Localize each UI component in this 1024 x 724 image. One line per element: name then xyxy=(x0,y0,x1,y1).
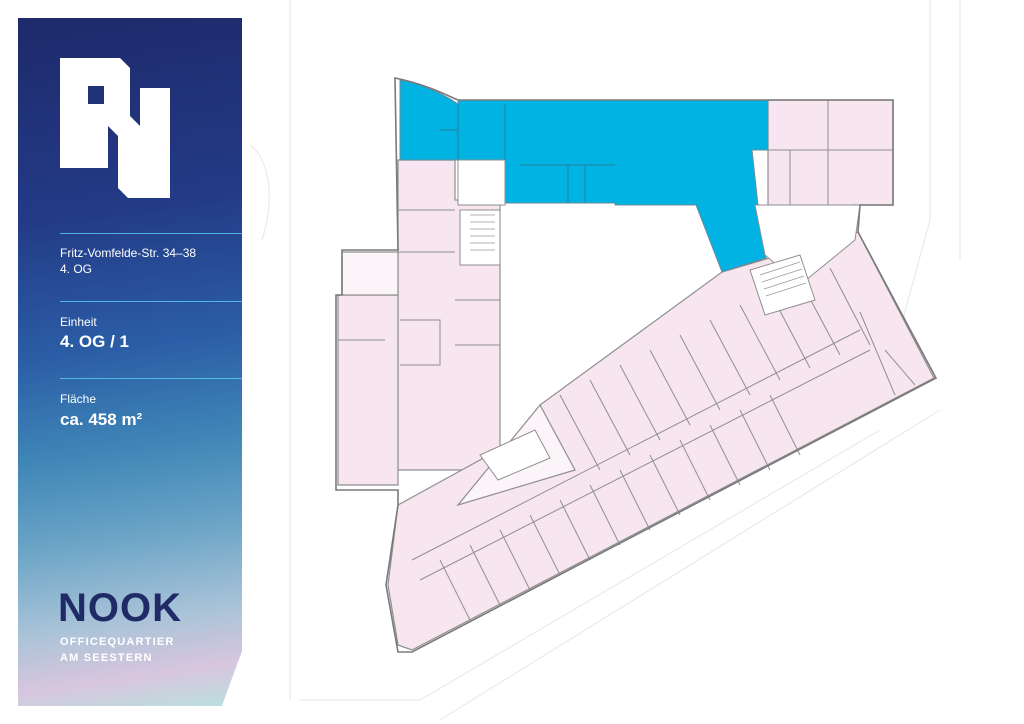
divider-1 xyxy=(60,233,242,234)
divider-3 xyxy=(60,378,242,379)
divider-2 xyxy=(60,301,242,302)
stair-treads xyxy=(470,214,807,297)
brand-name: NOOK xyxy=(58,586,182,630)
unit-value: 4. OG / 1 xyxy=(60,332,129,351)
brand-subtitle-1: OFFICEQUARTIER xyxy=(60,636,175,648)
brand-subtitle-2: AM SEESTERN xyxy=(60,652,153,664)
address-line-1: Fritz-Vomfelde-Str. 34–38 xyxy=(60,246,197,260)
room-walls xyxy=(338,100,916,621)
info-panel: Fritz-Vomfelde-Str. 34–38 4. OG Einheit … xyxy=(18,18,242,706)
address-line-2: 4. OG xyxy=(60,262,93,276)
area-label: Fläche xyxy=(60,392,97,406)
site-outline xyxy=(249,0,961,721)
n-logo-icon xyxy=(60,58,170,198)
unit-label: Einheit xyxy=(60,315,97,329)
highlighted-unit-walls xyxy=(440,104,615,203)
building-outline xyxy=(335,77,938,653)
area-value: ca. 458 m² xyxy=(60,410,143,429)
